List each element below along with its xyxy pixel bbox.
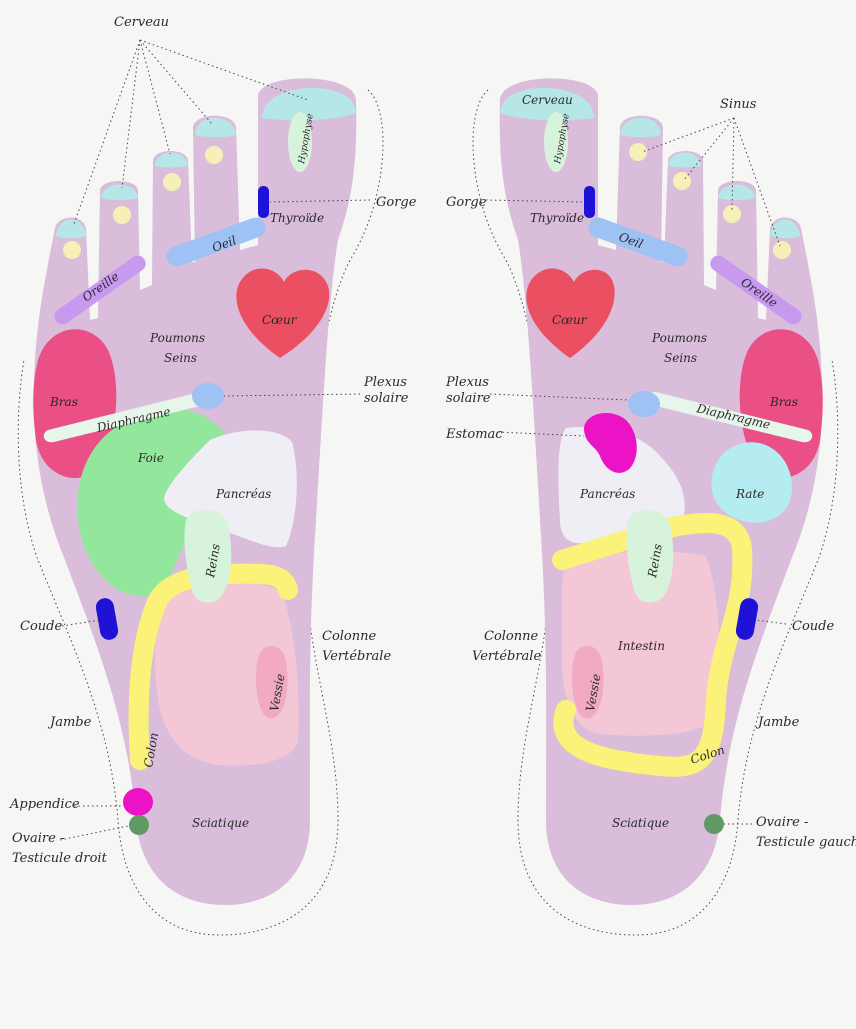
left-sinus-dot-2 [205,146,223,164]
left-brain-toe5 [56,219,86,239]
right-coude-label: Coude [792,619,834,634]
right-rate [711,442,792,523]
right-foot-outline-dash [472,89,839,936]
right-diaphragme [649,391,813,443]
right-ovaire-label: Ovaire - [756,815,808,830]
left-coude-label: Coude [20,619,62,634]
left-brain-toe2 [195,117,236,138]
right-poumons-label: Poumons [651,331,707,345]
right-bras-label: Bras [769,395,798,409]
left-gorge-mark [258,186,269,218]
right-colonne-label: Colonne [484,629,539,644]
left-sinus-dot-3 [163,173,181,191]
left-sinus-dot-5 [63,241,81,259]
left-seins-label: Seins [164,351,197,365]
left-colon [128,563,298,770]
left-pancreas-label: Pancréas [215,487,271,501]
right-sinus-dot-4 [723,205,741,223]
left-brain-big-toe [262,87,356,121]
left-intestine [155,582,299,766]
right-vessie-label: Vessie [583,673,603,713]
left-reins-label: Reins [203,543,223,580]
right-hypophyse [544,112,568,172]
right-intestin-label: Intestin [617,639,665,653]
right-coude-mark [735,598,759,640]
left-colon-label: Colon [141,731,161,768]
right-brain-big-toe [500,87,594,121]
right-cerveau-label: Cerveau [522,93,573,107]
left-bras-label: Bras [49,395,78,409]
left-oeil [166,217,266,267]
right-reins-label: Reins [645,543,665,580]
right-thyroide-label: Thyroïde [530,211,584,225]
right-seins-label: Seins [664,351,697,365]
left-hypophyse [288,112,312,172]
right-gorge-mark [584,186,595,218]
left-plexus-label: Plexus [363,375,407,390]
right-brain-toe4 [718,184,755,201]
left-colonne-label: Colonne [322,629,377,644]
right-rate-label: Rate [735,487,764,501]
right-coeur [526,268,615,358]
right-sinus-dot-5 [773,241,791,259]
right-ovaire-mark [704,814,724,834]
right-oreille [710,255,802,325]
right-solaire-label: solaire [446,391,491,406]
right-jambe-label: Jambe [755,715,800,730]
left-foot: Hypophyse Thyroïde Oeil Oreille Cœur Pou… [17,78,384,936]
left-diaphragme [43,391,207,443]
left-coeur-label: Cœur [262,313,298,327]
left-oreille [54,255,146,325]
left-vessie [256,646,288,719]
left-plexus-mark [192,383,224,409]
appendice-label: Appendice [9,797,80,812]
left-jambe-label: Jambe [47,715,92,730]
left-poumons-label: Poumons [149,331,205,345]
right-vertebrale-label: Vertébrale [472,649,541,664]
left-solaire-label: solaire [364,391,409,406]
right-reins [626,509,674,603]
left-gorge-label: Gorge [376,195,417,210]
right-plexus-mark [628,391,660,417]
left-reins [184,509,232,603]
left-coude-mark [95,598,119,640]
estomac-label: Estomac [445,427,503,442]
right-brain-toe3 [668,152,701,168]
cerveau-label: Cerveau [114,15,169,30]
testicule-droit-label: Testicule droit [12,851,108,866]
right-gorge-label: Gorge [446,195,487,210]
right-estomac [584,413,637,473]
testicule-gauche-label: Testicule gauche [756,835,856,850]
left-vessie-label: Vessie [267,673,287,713]
left-brain-toe3 [155,152,188,168]
right-pancreas-label: Pancréas [579,487,635,501]
right-plexus-label: Plexus [445,375,489,390]
left-foot-outline-dash [17,89,384,936]
right-vessie [572,646,604,719]
right-foot: Cerveau Hypophyse Thyroïde Oeil Oreille … [472,78,839,936]
left-ovaire-mark [129,815,149,835]
leader-lines [59,39,787,841]
right-sciatique-label: Sciatique [612,816,669,830]
right-coeur-label: Cœur [552,313,588,327]
external-labels: Cerveau Sinus Gorge Gorge Plexus solaire… [9,15,856,866]
left-coeur [236,268,330,358]
left-appendice-mark [123,788,153,816]
left-foie [77,408,227,597]
right-brain-toe2 [620,117,661,138]
left-foie-label: Foie [137,451,164,465]
left-sinus-dot-4 [113,206,131,224]
right-sinus-dot-3 [673,172,691,190]
left-sciatique-label: Sciatique [192,816,249,830]
right-sinus-dot-2 [629,143,647,161]
sinus-label: Sinus [720,97,757,112]
left-vertebrale-label: Vertébrale [322,649,391,664]
right-brain-toe5 [770,219,800,239]
left-brain-toe4 [101,184,138,201]
right-oeil [588,217,688,267]
left-ovaire-label: Ovaire - [12,831,64,846]
left-thyroide-label: Thyroïde [270,211,324,225]
